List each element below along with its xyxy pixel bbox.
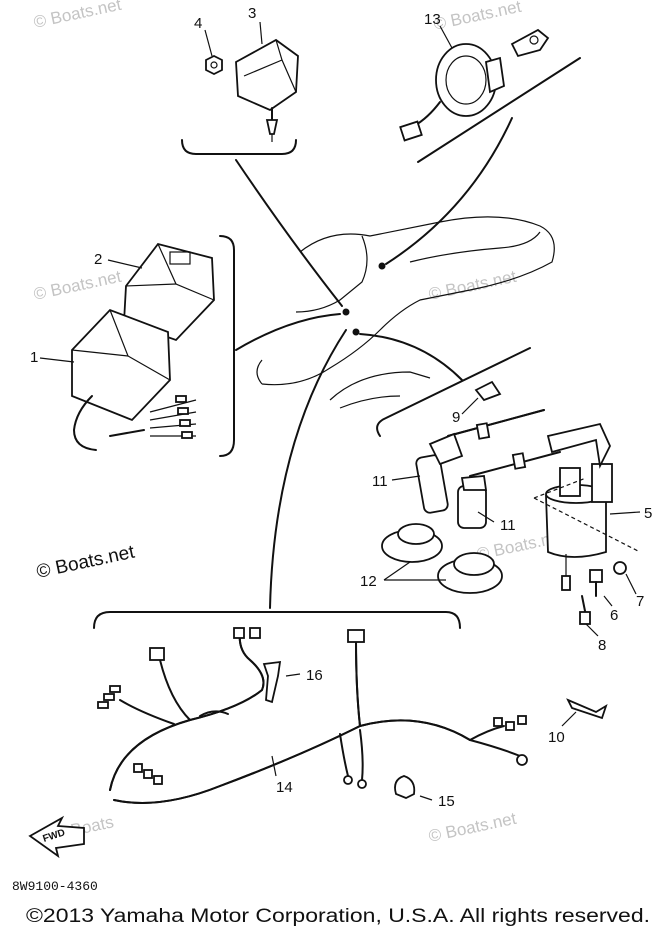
callout-2: 2: [94, 251, 102, 268]
leader-9: [461, 397, 479, 415]
callout-11b: 11: [500, 517, 516, 534]
leader-2: [107, 259, 143, 269]
leader-16: [285, 673, 301, 677]
part-1-cdi-unit[interactable]: [71, 308, 197, 451]
part-3-relay[interactable]: [235, 38, 299, 142]
arrow-fwd-icon: FWD: [28, 815, 85, 859]
leader-12a: [383, 561, 411, 581]
group-top-right: [399, 25, 581, 163]
part-10-strap[interactable]: [566, 698, 608, 720]
part-7-washer[interactable]: [613, 561, 627, 575]
callout-16: 16: [306, 667, 323, 684]
callout-3: 3: [248, 5, 256, 22]
callout-4: 4: [194, 15, 202, 32]
part-6-bolt[interactable]: [589, 569, 603, 597]
diagram-code: 8W9100-4360: [12, 879, 98, 894]
watermark-top-right: © Boats.net: [432, 0, 523, 34]
bracket-right: [376, 347, 531, 437]
callout-9: 9: [452, 409, 460, 426]
callout-11a: 11: [372, 473, 388, 490]
leader-1: [39, 357, 75, 363]
leader-11a: [391, 475, 421, 481]
leader-6: [603, 595, 613, 607]
leader-3: [259, 21, 263, 45]
part-16-clamp[interactable]: [262, 660, 282, 704]
callout-14: 14: [276, 779, 293, 796]
leader-15: [419, 795, 433, 801]
bracket-top-right: [417, 57, 581, 163]
leader-13: [439, 25, 453, 49]
leader-7: [625, 573, 637, 595]
leader-5: [609, 511, 641, 515]
leader-4: [204, 29, 213, 57]
callout-13: 13: [424, 11, 441, 28]
bracket-top-center: [181, 139, 297, 155]
group-right: [376, 347, 641, 637]
watermark-bottom-right: © Boats.net: [427, 809, 518, 846]
leader-10: [561, 711, 577, 727]
watermark-prominent: © Boats.net: [35, 542, 137, 583]
callout-5: 5: [644, 505, 652, 522]
watermark-mid-left: © Boats.net: [32, 267, 123, 304]
callout-8: 8: [598, 637, 606, 654]
group-bottom: [93, 611, 608, 804]
callout-6: 6: [610, 607, 618, 624]
frame-outline: [256, 216, 555, 409]
bracket-bottom: [93, 611, 461, 629]
pointer-arcs: [235, 117, 513, 609]
group-top-center: [181, 21, 299, 155]
part-11-plug-caps[interactable]: [415, 409, 561, 529]
part-8-terminal[interactable]: [579, 595, 591, 625]
group-left: [39, 235, 235, 457]
callout-1: 1: [30, 349, 38, 366]
part-12-grommets[interactable]: [381, 523, 503, 594]
leader-8: [585, 623, 599, 637]
callout-10: 10: [548, 729, 565, 746]
part-14-wire-harness[interactable]: [97, 627, 528, 804]
callout-7: 7: [636, 593, 644, 610]
part-15-band[interactable]: [394, 775, 416, 799]
copyright-line: ©2013 Yamaha Motor Corporation, U.S.A. A…: [26, 906, 650, 927]
part-4-nut[interactable]: [205, 54, 223, 76]
part-5-ignition-coil[interactable]: [533, 422, 641, 591]
leader-14: [271, 755, 277, 777]
bracket-left: [219, 235, 235, 457]
leader-11b: [477, 511, 495, 523]
part-9-clip[interactable]: [474, 380, 502, 402]
callout-15: 15: [438, 793, 455, 810]
part-13-ignition-switch[interactable]: [399, 28, 550, 142]
watermark-mid-right: © Boats.net: [427, 267, 518, 304]
watermark-top-left: © Boats.net: [32, 0, 123, 32]
callout-12: 12: [360, 573, 377, 590]
